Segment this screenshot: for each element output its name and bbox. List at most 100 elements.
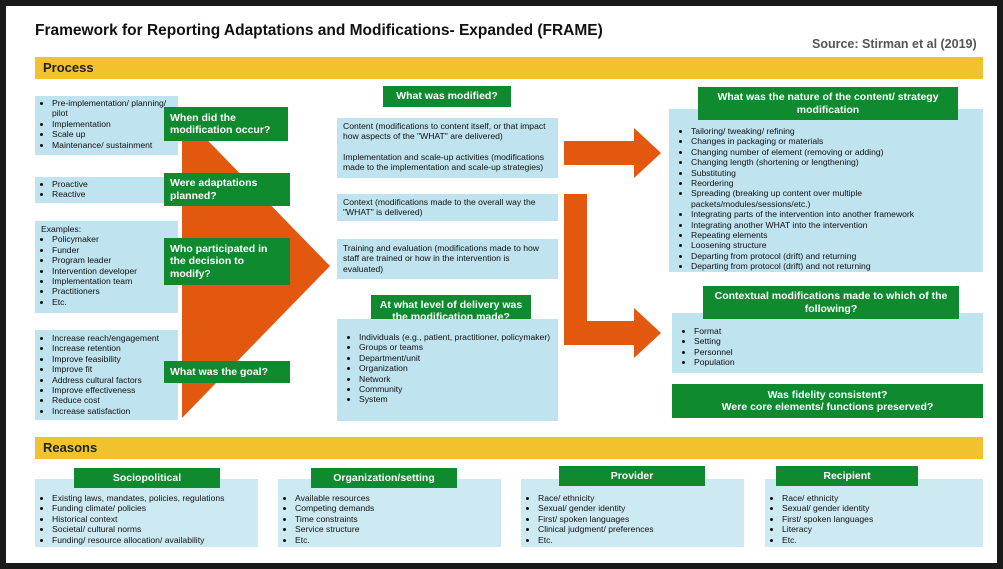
arrow-to-contextual: [564, 194, 661, 358]
list-item: Implementation: [52, 119, 176, 129]
list-item: Population: [694, 357, 979, 367]
arrow-content-to-nature: [564, 128, 661, 178]
implementation-text: Implementation and scale-up activities (…: [343, 151, 545, 173]
reason-title-provider: Provider: [559, 466, 705, 486]
training-box: Training and evaluation (modifications m…: [337, 239, 558, 279]
list-item: Etc.: [52, 297, 176, 307]
list-item: Individuals (e.g., patient, practitioner…: [359, 332, 552, 342]
goal-question: What was the goal?: [164, 361, 290, 383]
reason-box-provider: Race/ ethnicity Sexual/ gender identity …: [521, 479, 744, 547]
list-item: Improve fit: [52, 364, 176, 374]
list-item: Service structure: [295, 524, 497, 534]
list-item: Competing demands: [295, 503, 497, 513]
list-item: Program leader: [52, 255, 176, 265]
list-item: Network: [359, 374, 552, 384]
list-item: Policymaker: [52, 234, 176, 244]
reason-box-sociopolitical: Existing laws, mandates, policies, regul…: [35, 479, 258, 547]
list-item: Funder: [52, 245, 176, 255]
content-box: Content (modifications to content itself…: [337, 118, 558, 178]
list-item: Tailoring/ tweaking/ refining: [691, 126, 979, 136]
list-item: Scale up: [52, 129, 176, 139]
list-item: Integrating parts of the intervention in…: [691, 209, 979, 219]
list-item: Address cultural factors: [52, 375, 176, 385]
reason-box-recipient: Race/ ethnicity Sexual/ gender identity …: [765, 479, 983, 547]
list-item: Etc.: [782, 535, 979, 545]
planned-box: Proactive Reactive: [35, 177, 178, 203]
list-item: Sexual/ gender identity: [782, 503, 979, 513]
list-item: Departing from protocol (drift) and not …: [691, 261, 979, 271]
planned-question: Were adaptations planned?: [164, 173, 290, 206]
fidelity-question-1: Was fidelity consistent?: [767, 388, 888, 401]
list-item: Etc.: [538, 535, 740, 545]
list-item: Implementation team: [52, 276, 176, 286]
list-item: Spreading (breaking up content over mult…: [691, 188, 979, 209]
list-item: Intervention developer: [52, 266, 176, 276]
list-item: Improve feasibility: [52, 354, 176, 364]
list-item: Reordering: [691, 178, 979, 188]
list-item: Community: [359, 384, 552, 394]
list-item: Reduce cost: [52, 395, 176, 405]
list-item: Substituting: [691, 168, 979, 178]
list-item: Increase retention: [52, 343, 176, 353]
who-box: Examples: Policymaker Funder Program lea…: [35, 221, 178, 313]
list-item: Proactive: [52, 179, 176, 189]
reason-title-recipient: Recipient: [776, 466, 918, 486]
list-item: Groups or teams: [359, 342, 552, 352]
list-item: Pre-implementation/ planning/ pilot: [52, 98, 176, 119]
list-item: Etc.: [295, 535, 497, 545]
source-citation: Source: Stirman et al (2019): [812, 37, 977, 51]
list-item: First/ spoken languages: [538, 514, 740, 524]
list-item: First/ spoken languages: [782, 514, 979, 524]
list-item: Improve effectiveness: [52, 385, 176, 395]
process-label: Process: [43, 60, 94, 75]
list-item: Format: [694, 326, 979, 336]
contextual-question: Contextual modifications made to which o…: [703, 286, 959, 319]
reason-box-organization: Available resources Competing demands Ti…: [278, 479, 501, 547]
list-item: Reactive: [52, 189, 176, 199]
list-item: Loosening structure: [691, 240, 979, 250]
level-box: Individuals (e.g., patient, practitioner…: [337, 319, 558, 421]
when-question: When did the modification occur?: [164, 107, 288, 141]
when-box: Pre-implementation/ planning/ pilot Impl…: [35, 96, 178, 155]
slide-title: Framework for Reporting Adaptations and …: [35, 22, 603, 39]
list-item: Existing laws, mandates, policies, regul…: [52, 493, 254, 503]
list-item: Increase reach/engagement: [52, 333, 176, 343]
fidelity-box: Was fidelity consistent? Were core eleme…: [672, 384, 983, 418]
reasons-bar: Reasons: [35, 437, 983, 459]
list-item: Societal/ cultural norms: [52, 524, 254, 534]
list-item: Historical context: [52, 514, 254, 524]
list-item: Integrating another WHAT into the interv…: [691, 220, 979, 230]
list-item: Personnel: [694, 347, 979, 357]
nature-box: Tailoring/ tweaking/ refining Changes in…: [669, 109, 983, 272]
reasons-label: Reasons: [43, 440, 98, 455]
list-item: Clinical judgment/ preferences: [538, 524, 740, 534]
list-item: System: [359, 394, 552, 404]
list-item: Race/ ethnicity: [782, 493, 979, 503]
what-modified-heading: What was modified?: [383, 86, 511, 107]
list-item: Repeating elements: [691, 230, 979, 240]
list-item: Funding climate/ policies: [52, 503, 254, 513]
list-item: Organization: [359, 363, 552, 373]
list-item: Funding/ resource allocation/ availabili…: [52, 535, 254, 545]
frame-slide: Framework for Reporting Adaptations and …: [6, 6, 997, 563]
reason-title-sociopolitical: Sociopolitical: [74, 468, 220, 488]
who-question: Who participated in the decision to modi…: [164, 238, 290, 285]
nature-question: What was the nature of the content/ stra…: [698, 87, 958, 120]
process-bar: Process: [35, 57, 983, 79]
content-text: Content (modifications to content itself…: [343, 121, 546, 142]
list-item: Changing length (shortening or lengtheni…: [691, 157, 979, 167]
training-text: Training and evaluation (modifications m…: [343, 243, 540, 274]
contextual-box: Format Setting Personnel Population: [672, 313, 983, 373]
list-item: Setting: [694, 336, 979, 346]
list-item: Time constraints: [295, 514, 497, 524]
examples-intro: Examples:: [41, 224, 82, 234]
list-item: Changes in packaging or materials: [691, 136, 979, 146]
list-item: Maintenance/ sustainment: [52, 140, 176, 150]
list-item: Race/ ethnicity: [538, 493, 740, 503]
goal-box: Increase reach/engagement Increase reten…: [35, 330, 178, 420]
list-item: Sexual/ gender identity: [538, 503, 740, 513]
context-box: Context (modifications made to the overa…: [337, 194, 558, 221]
list-item: Increase satisfaction: [52, 406, 176, 416]
list-item: Practitioners: [52, 286, 176, 296]
list-item: Literacy: [782, 524, 979, 534]
